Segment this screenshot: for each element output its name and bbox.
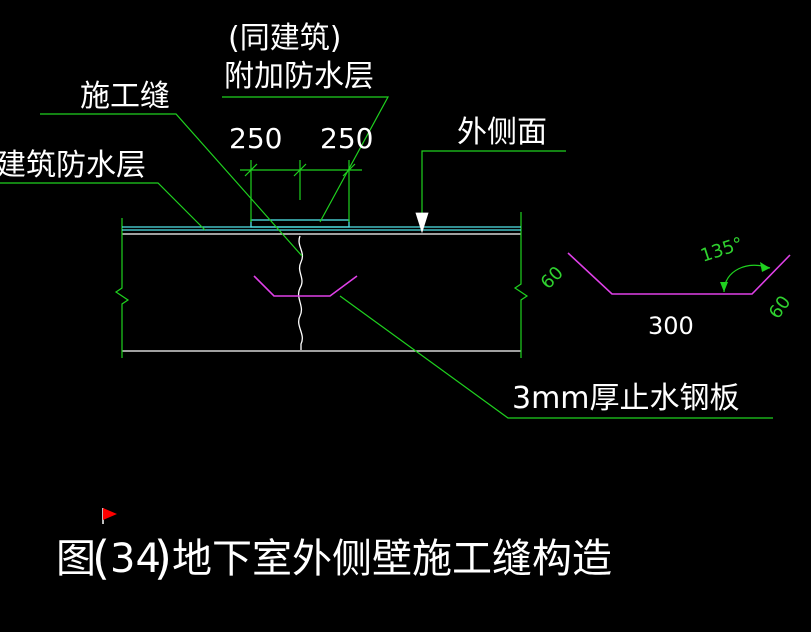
- leader-extra-waterproof: [222, 96, 390, 223]
- dimension-tick-left: [244, 163, 258, 177]
- right-break-line: [513, 212, 529, 358]
- caption-prefix: 图: [56, 536, 96, 582]
- leader-construction-joint: [40, 113, 303, 257]
- steel-plate-section: [253, 275, 358, 297]
- steel-plate-profile: [567, 252, 791, 295]
- label-flange-left: 60: [537, 262, 568, 293]
- label-outer-face: 外侧面: [457, 115, 547, 150]
- wall-section: [114, 212, 529, 358]
- angle-arrow-left-icon: [720, 282, 728, 292]
- dimension-tick-mid: [293, 163, 307, 177]
- caption-number: 34: [110, 536, 161, 582]
- plate-profile-line: [567, 252, 791, 295]
- label-plate-width: 300: [648, 312, 694, 340]
- caption-text: 地下室外侧壁施工缝构造: [172, 536, 612, 582]
- dimension-tick-right: [342, 163, 356, 177]
- outer-face-arrow-icon: [415, 212, 429, 234]
- construction-joint-line: [297, 235, 304, 350]
- dimension-250-250: [240, 160, 362, 222]
- extra-waterproof-strip: [250, 219, 350, 228]
- label-steel-plate: 3mm厚止水钢板: [512, 381, 740, 416]
- label-same-as-building: (同建筑): [228, 21, 341, 56]
- left-break-line: [114, 218, 130, 358]
- leader-lines: [0, 96, 773, 419]
- label-dim-left: 250: [229, 122, 282, 155]
- label-angle: 135°: [698, 233, 746, 266]
- label-construction-joint: 施工缝: [80, 79, 170, 114]
- label-building-waterproof: 建筑防水层: [0, 148, 146, 183]
- leader-outer-face: [421, 150, 566, 213]
- angle-arrow-right-icon: [760, 262, 770, 272]
- label-dim-right: 250: [320, 122, 373, 155]
- leader-steel-plate: [339, 295, 773, 419]
- waterproof-layers: [122, 219, 521, 231]
- caption-paren-open: (: [92, 531, 110, 585]
- figure-caption: 图 ( 34 ) 地下室外侧壁施工缝构造: [56, 531, 612, 585]
- caption-paren-close: ): [154, 531, 172, 585]
- leader-building-waterproof: [0, 182, 206, 231]
- label-extra-waterproof: 附加防水层: [224, 59, 374, 94]
- flag-marker-icon[interactable]: [102, 508, 117, 524]
- label-flange-right: 60: [765, 292, 795, 323]
